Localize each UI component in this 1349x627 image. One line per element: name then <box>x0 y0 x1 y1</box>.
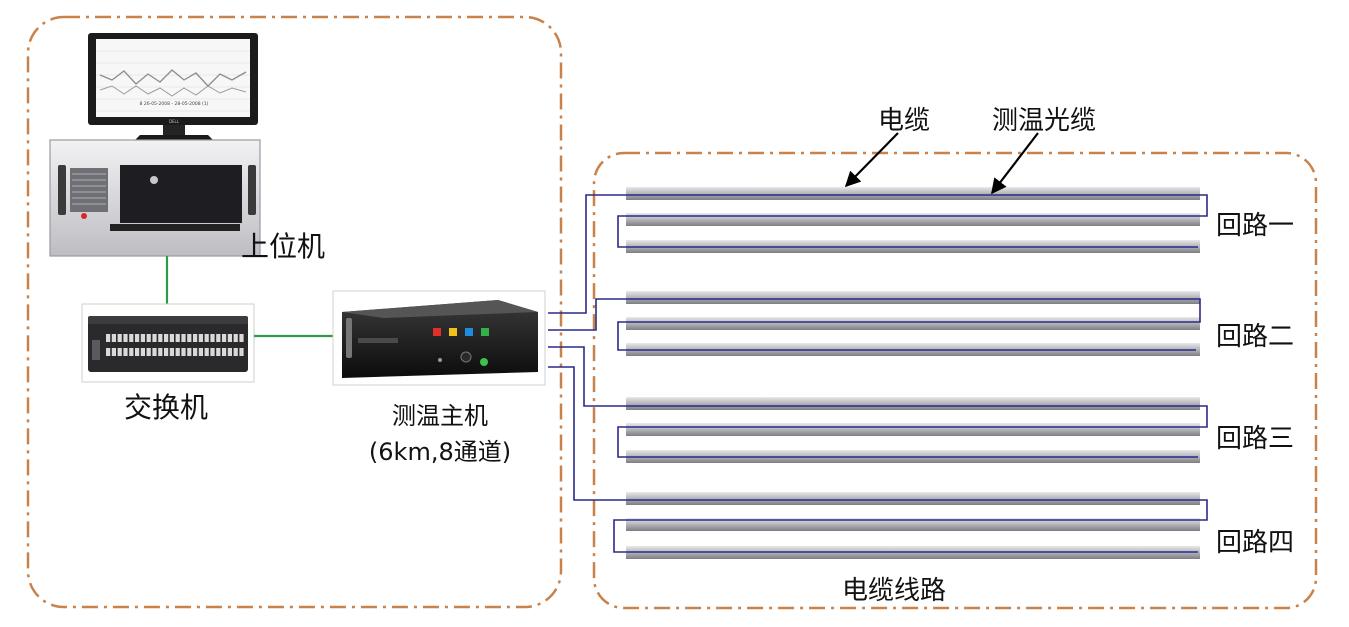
cable-loop-4-row-1 <box>626 492 1200 505</box>
fiber-route-loop-4 <box>548 366 1208 553</box>
switch-port <box>140 348 145 356</box>
switch-port <box>210 334 215 342</box>
fiber-label: 测温光缆 <box>992 106 1097 136</box>
switch-port <box>227 334 232 342</box>
switch-port <box>129 334 134 342</box>
host-label: 测温主机 (6km,8通道) <box>360 398 520 470</box>
switch-port <box>216 348 221 356</box>
fiber-route-loop-2 <box>548 298 1201 351</box>
loop-label-3: 回路三 <box>1216 424 1295 454</box>
temperature-host-icon <box>332 290 546 386</box>
switch-port <box>210 348 215 356</box>
fiber-route-loop-1 <box>548 194 1208 314</box>
control-room-boundary <box>26 15 563 609</box>
fiber-routes <box>548 194 1208 553</box>
cable-loop-4-row-2 <box>626 518 1200 531</box>
loop-label-2: 回路二 <box>1216 322 1295 352</box>
cable-loop-3-row-1 <box>626 397 1200 410</box>
switch-port <box>140 334 145 342</box>
fiber-route-loop-3 <box>548 346 1208 458</box>
switch-port <box>164 334 169 342</box>
switch-port <box>233 348 238 356</box>
switch-port <box>164 348 169 356</box>
switch-port <box>123 334 128 342</box>
loop-label-1: 回路一 <box>1216 211 1295 241</box>
cable-label: 电缆 <box>878 106 931 136</box>
switch-port <box>146 334 151 342</box>
fiber-pointer-arrow <box>991 132 1039 195</box>
switch-port <box>222 348 227 356</box>
switch-port <box>198 334 203 342</box>
cable-pointer-arrow <box>844 132 899 188</box>
switch-port <box>239 348 244 356</box>
switch-port <box>187 348 192 356</box>
switch-port <box>233 334 238 342</box>
switch-port <box>152 348 157 356</box>
switch-port <box>175 348 180 356</box>
industrial-pc-icon <box>49 139 261 257</box>
switch-port <box>146 348 151 356</box>
switch-port <box>129 348 134 356</box>
switch-port <box>193 348 198 356</box>
cable-loop-1-row-1 <box>626 187 1200 200</box>
upper-computer: 8 26-05-2008 - 28-05-2008 (1) DELL <box>49 33 261 257</box>
switch-port <box>227 348 232 356</box>
switch-port <box>216 334 221 342</box>
host-spec: (6km,8通道) <box>368 438 512 466</box>
switch-port <box>169 348 174 356</box>
switch-port <box>123 348 128 356</box>
switch-port <box>158 334 163 342</box>
switch-port <box>169 334 174 342</box>
cable-loop-1-row-2 <box>626 213 1200 226</box>
cable-line-label: 电缆线路 <box>842 576 947 606</box>
cable-groups <box>626 187 1200 559</box>
monitor-brand: DELL <box>169 119 180 124</box>
switch-port <box>106 334 111 342</box>
switch-label: 交换机 <box>124 391 209 424</box>
cable-loop-3-row-2 <box>626 423 1200 436</box>
switch-port <box>175 334 180 342</box>
switch-port <box>135 334 140 342</box>
switch-port <box>204 334 209 342</box>
switch-port <box>152 334 157 342</box>
switch-port <box>204 348 209 356</box>
monitor-icon: 8 26-05-2008 - 28-05-2008 (1) DELL <box>88 33 258 143</box>
host-name: 测温主机 <box>392 402 488 430</box>
switch-port <box>187 334 192 342</box>
switch-port <box>181 334 186 342</box>
loop-label-4: 回路四 <box>1216 528 1295 558</box>
monitor-readout: 8 26-05-2008 - 28-05-2008 (1) <box>140 101 209 107</box>
switch-port <box>222 334 227 342</box>
switch-port <box>181 348 186 356</box>
switch-port <box>117 334 122 342</box>
switch-port <box>198 348 203 356</box>
switch-port <box>193 334 198 342</box>
switch-port <box>135 348 140 356</box>
switch-port <box>158 348 163 356</box>
switch-port <box>111 334 116 342</box>
network-switch-icon <box>81 303 255 383</box>
switch-port <box>111 348 116 356</box>
switch-port <box>239 334 244 342</box>
cable-line-boundary <box>592 151 1318 610</box>
upper-computer-label: 上位机 <box>241 230 326 263</box>
cable-loop-2-row-2 <box>626 317 1200 330</box>
cable-loop-2-row-1 <box>626 291 1200 304</box>
switch-port <box>117 348 122 356</box>
switch-port <box>106 348 111 356</box>
